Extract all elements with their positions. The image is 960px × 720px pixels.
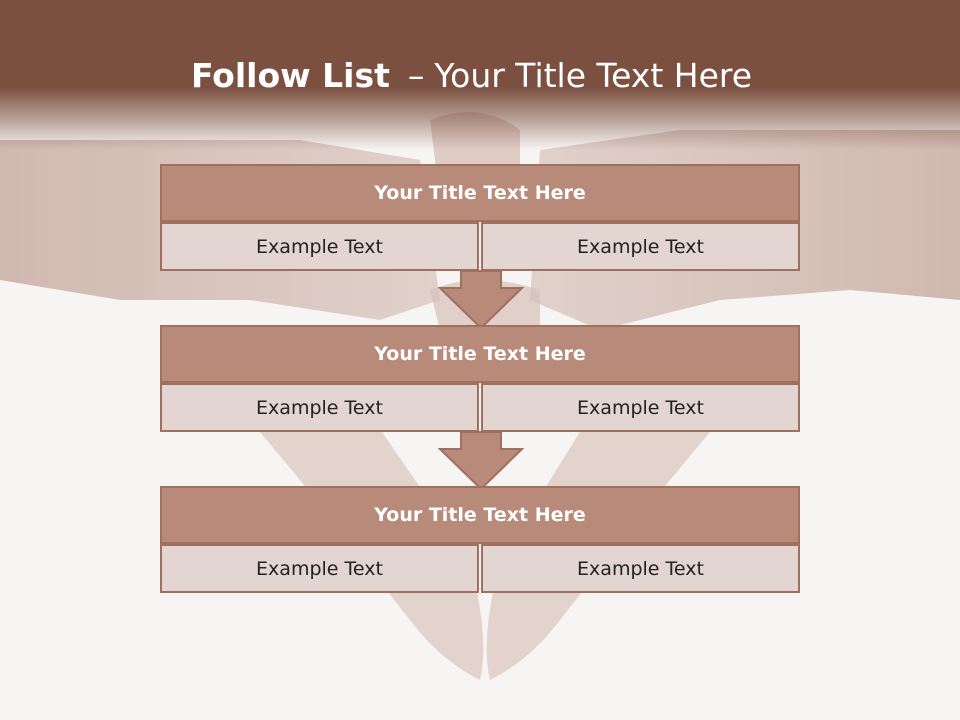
block-left-text: Example Text	[160, 383, 479, 432]
block-right-text: Example Text	[481, 544, 800, 593]
block-right-text: Example Text	[481, 383, 800, 432]
block-title: Your Title Text Here	[160, 164, 800, 222]
block-right-text: Example Text	[481, 222, 800, 271]
header-band	[0, 0, 960, 150]
title-rest: Your Title Text Here	[434, 56, 753, 95]
title-separator: –	[407, 56, 425, 95]
title-bold-part: Follow List	[190, 56, 390, 95]
block-title: Your Title Text Here	[160, 486, 800, 544]
block-left-text: Example Text	[160, 544, 479, 593]
down-arrow-icon	[438, 270, 524, 330]
slide-title: Follow List–Your Title Text Here	[0, 52, 943, 100]
block-left-text: Example Text	[160, 222, 479, 271]
down-arrow-icon	[438, 431, 524, 491]
block-title: Your Title Text Here	[160, 325, 800, 383]
